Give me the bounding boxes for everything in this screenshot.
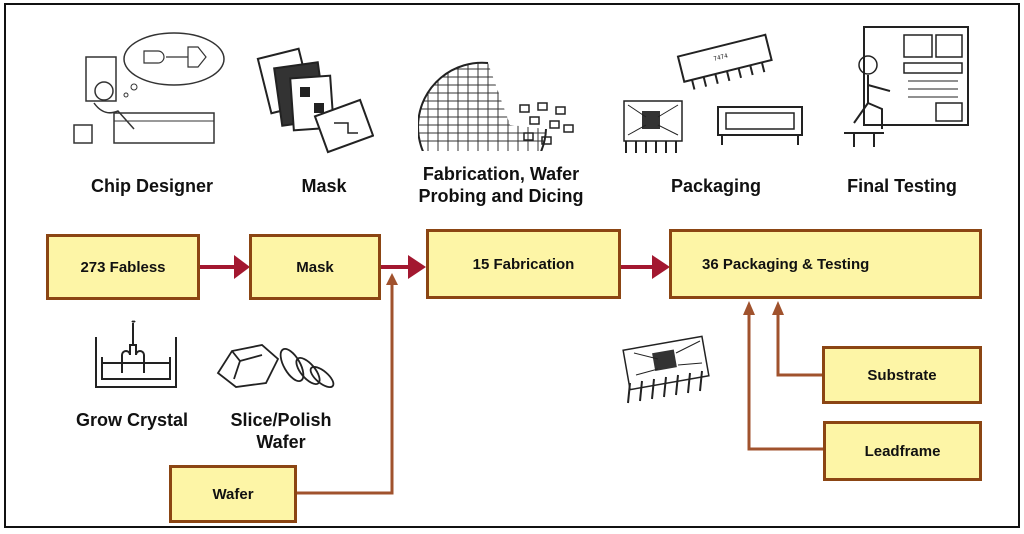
input-box-leadframe-label: Leadframe [864,442,941,460]
stage-label-packaging: Packaging [670,176,762,196]
input-box-leadframe: Leadframe [823,421,982,481]
flow-arrow-fabrication-to-packaging [621,255,670,279]
stage-label-fabrication: Fabrication, Wafer Probing and Dicing [418,164,584,206]
crystal-step-label-slice: Slice/Polish Wafer [230,410,332,452]
svg-text:7474: 7474 [713,52,729,62]
input-box-wafer: Wafer [169,465,297,523]
input-box-substrate-label: Substrate [867,366,937,384]
stage-label-chip-designer: Chip Designer [90,176,214,196]
flow-box-fabrication-label: 15 Fabrication [472,255,575,273]
flow-box-packaging-testing-label: 36 Packaging & Testing [702,255,870,273]
input-box-substrate: Substrate [822,346,982,404]
supply-chain-diagram: 7474 Chip Designer Mask Fabrication, Waf… [4,3,1020,528]
crystal-steps-illustration [95,320,335,389]
flow-arrow-mask-to-fabrication [381,255,426,279]
wafer-icon [418,61,574,151]
flow-arrow-fabless-to-mask [200,255,250,279]
flow-box-packaging-testing: 36 Packaging & Testing [669,229,982,299]
chip-designer-icon [73,32,225,144]
packaging-icon: 7474 [623,33,803,153]
dip-chip-icon [622,335,710,404]
stage-label-final-testing: Final Testing [847,176,957,196]
crystal-step-label-grow: Grow Crystal [75,410,189,430]
flow-box-mask: Mask [249,234,381,300]
leadframe-feed-arrow [743,301,823,451]
wafer-feed-arrow [297,273,398,495]
slice-polish-icon [216,344,335,389]
flow-box-fabless: 273 Fabless [46,234,200,300]
mask-icon [256,47,374,154]
flow-box-mask-label: Mask [296,258,334,276]
stage-label-mask: Mask [301,176,347,196]
connector-layer [200,255,823,495]
flow-box-fabrication: 15 Fabrication [426,229,621,299]
flow-box-fabless-label: 273 Fabless [80,258,166,276]
input-box-wafer-label: Wafer [212,485,254,503]
substrate-feed-arrow [772,301,822,377]
final-testing-icon [844,26,969,147]
crystal-growth-icon [95,320,177,388]
